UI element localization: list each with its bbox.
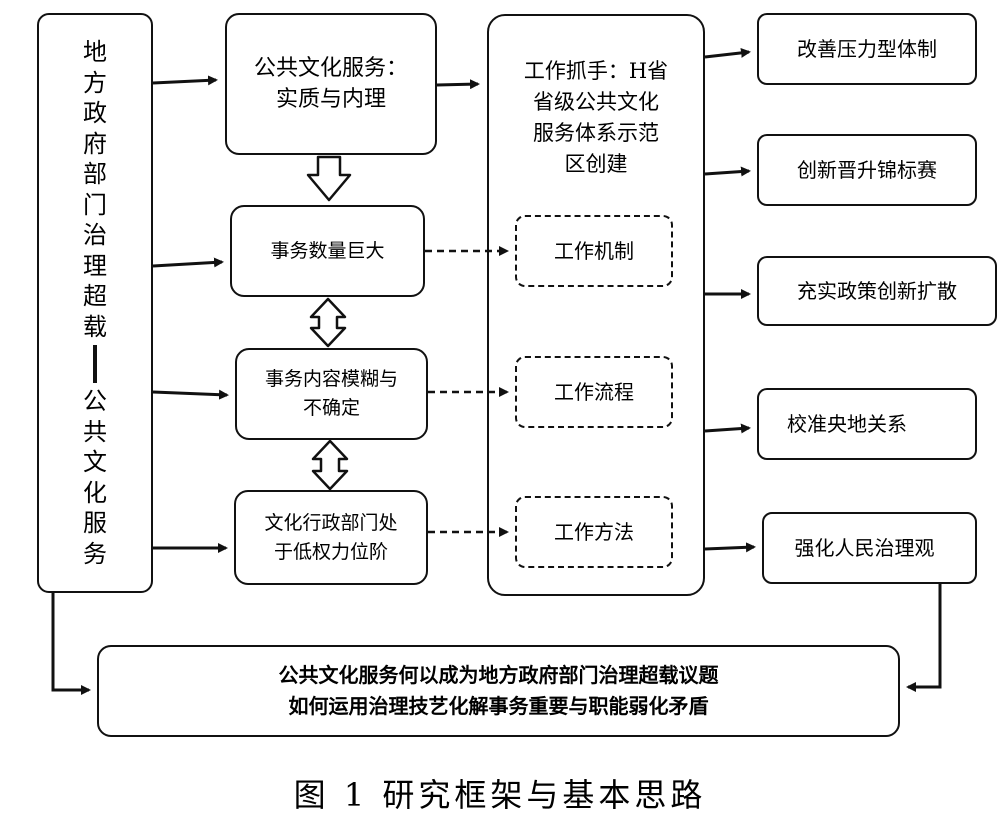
left-char: 超	[83, 282, 107, 310]
sub-box-process: 工作流程	[515, 356, 673, 428]
left-char: 务	[83, 539, 107, 568]
arrow-top-to-main	[436, 79, 480, 90]
hollow-down-arrow	[306, 155, 352, 202]
outcome-text: 充实政策创新扩散	[797, 278, 957, 303]
arrow-left-to-issue1	[152, 257, 224, 268]
left-char: 政	[83, 99, 107, 127]
arrow-to-outcome-5	[704, 542, 756, 553]
issue-text: 文化行政部门处 于低权力位阶	[264, 511, 398, 563]
public-culture-service-text: 公共文化服务： 实质与内理	[253, 56, 408, 112]
outcome-box: 校准央地关系	[757, 388, 977, 460]
left-char: 服	[83, 509, 107, 537]
public-culture-service-box: 公共文化服务： 实质与内理	[225, 13, 437, 155]
hollow-double-arrow-1	[309, 297, 347, 348]
outcome-box: 强化人民治理观	[762, 512, 977, 584]
sub-box-text: 工作机制	[554, 238, 634, 263]
left-char: 府	[83, 129, 107, 158]
left-box-text: 地 方 政 府 部 门 治 理 超 载 公 共 文 化 服 务	[83, 37, 107, 569]
sub-box-mechanism: 工作机制	[515, 215, 673, 287]
arrow-left-to-top	[152, 75, 218, 86]
arrow-to-outcome-2	[704, 166, 751, 177]
figure-caption: 图 1 研究框架与基本思路	[293, 776, 707, 814]
outcome-text: 强化人民治理观	[794, 535, 935, 560]
left-char: 文	[83, 448, 107, 476]
outcome-box: 改善压力型体制	[757, 13, 977, 85]
left-char: 公	[83, 387, 107, 415]
question-line-2: 如何运用治理技艺化解事务重要与职能弱化矛盾	[288, 694, 709, 718]
sub-box-method: 工作方法	[515, 496, 673, 568]
outcome-text: 校准央地关系	[787, 411, 907, 436]
left-char: 化	[83, 478, 107, 507]
left-governance-box: 地 方 政 府 部 门 治 理 超 载 公 共 文 化 服 务	[37, 13, 153, 593]
arrow-left-to-issue2	[152, 389, 229, 400]
left-char: 门	[83, 190, 107, 219]
left-char: 理	[83, 251, 107, 280]
outcome-box: 充实政策创新扩散	[757, 256, 997, 326]
left-char: 共	[83, 417, 107, 446]
question-line-1: 公共文化服务何以成为地方政府部门治理超载议题	[278, 663, 719, 687]
work-handle-title: 工作抓手：H省 省级公共文化 服务体系示范 区创建	[523, 59, 669, 176]
issue-box-low-power: 文化行政部门处 于低权力位阶	[234, 490, 428, 585]
issue-box-ambiguity: 事务内容模糊与 不确定	[235, 348, 428, 440]
left-char: 地	[83, 38, 107, 66]
issue-text: 事务内容模糊与 不确定	[264, 368, 398, 419]
left-char: 载	[83, 312, 107, 341]
arrow-to-outcome-4	[704, 423, 751, 434]
issue-box-quantity: 事务数量巨大	[230, 205, 425, 297]
issue-text: 事务数量巨大	[270, 239, 385, 262]
vertical-divider	[93, 345, 97, 383]
left-char: 治	[83, 221, 107, 249]
hollow-double-arrow-2	[311, 439, 349, 491]
sub-box-text: 工作方法	[554, 519, 634, 544]
research-question-box: 公共文化服务何以成为地方政府部门治理超载议题 如何运用治理技艺化解事务重要与职能…	[97, 645, 900, 737]
left-char: 方	[83, 68, 107, 97]
outcome-text: 创新晋升锦标赛	[797, 157, 937, 182]
outcome-box: 创新晋升锦标赛	[757, 134, 977, 206]
arrow-to-outcome-1	[704, 47, 751, 59]
left-char: 部	[83, 160, 107, 188]
arrow-outcome-to-bottom	[906, 584, 942, 692]
outcome-text: 改善压力型体制	[797, 36, 937, 61]
sub-box-text: 工作流程	[554, 379, 634, 404]
arrow-left-to-bottom	[51, 593, 91, 695]
